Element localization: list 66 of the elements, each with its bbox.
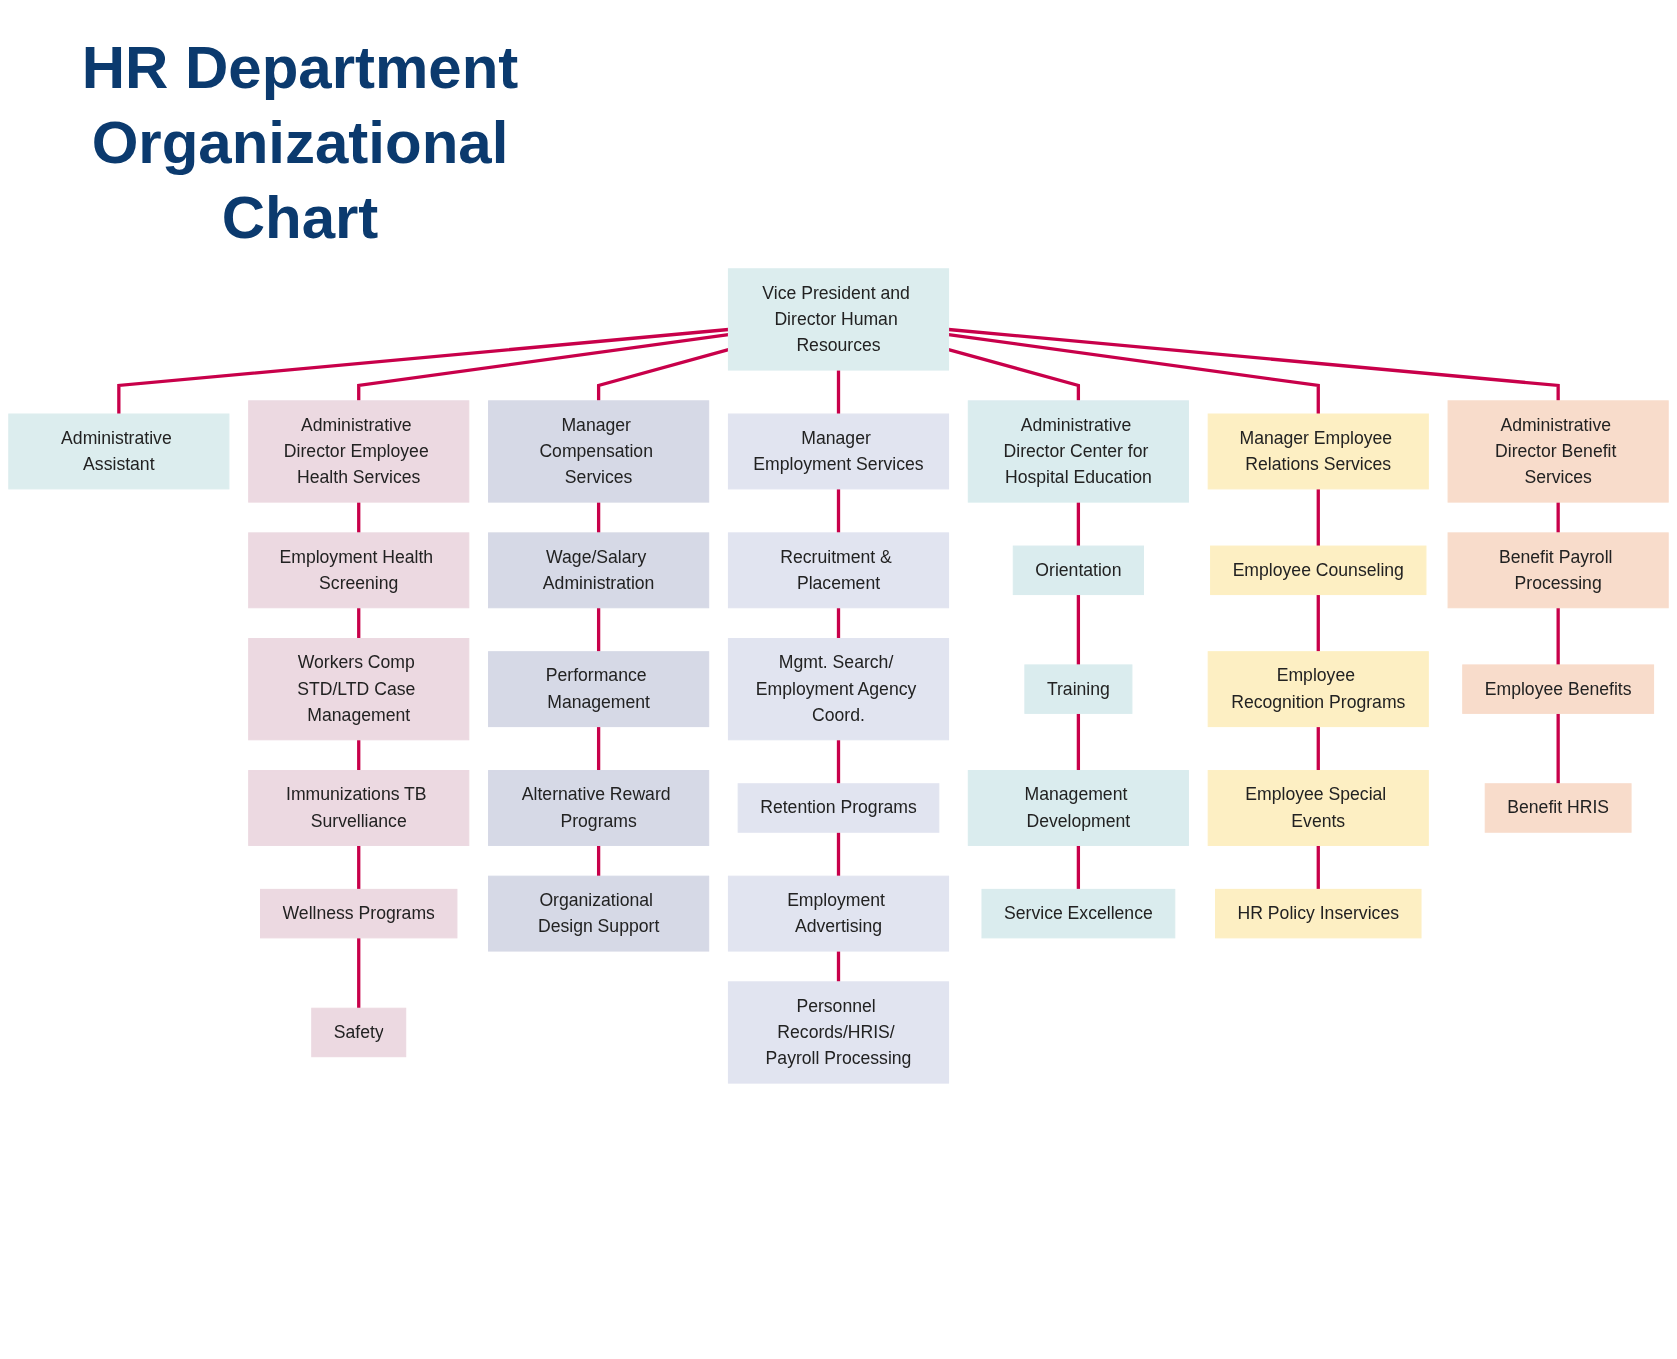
node-box: Service Excellence	[981, 888, 1176, 939]
node-box: Alternative Reward Programs	[488, 770, 710, 846]
connector	[1076, 845, 1081, 890]
connector	[1556, 502, 1560, 533]
node-box: Wage/Salary Administration	[488, 532, 710, 609]
connector	[357, 332, 729, 401]
node-box: Organizational Design Support	[488, 875, 710, 952]
connector	[1316, 726, 1320, 771]
node-box: Manager Employment Services	[727, 413, 950, 490]
node-box: Retention Programs	[737, 783, 940, 833]
node-box: Immunizations TB Survelliance	[248, 770, 470, 846]
connector	[1076, 502, 1081, 547]
connector	[836, 607, 841, 639]
connector	[836, 832, 841, 877]
connector	[1556, 607, 1560, 665]
connector	[948, 327, 1560, 401]
connector	[836, 739, 841, 784]
connector	[357, 739, 361, 771]
node-box: Safety	[311, 1007, 407, 1058]
node-box: Benefit HRIS	[1484, 783, 1632, 833]
connector	[1316, 845, 1320, 890]
node-box: Employee Special Events	[1207, 770, 1429, 846]
connector	[1076, 594, 1081, 665]
node-box: Administrative Director Benefit Services	[1447, 400, 1669, 503]
node-box: Benefit Payroll Processing	[1447, 532, 1669, 609]
node-box: Administrative Assistant	[8, 413, 230, 490]
connector	[357, 502, 361, 533]
node-box: Administrative Director Center for Hospital Education	[967, 400, 1189, 503]
node-box: Recruitment & Placement	[727, 532, 950, 609]
node-box: Manager Compensation Services	[488, 400, 710, 503]
node-box: Administrative Director Employee Health Services	[248, 400, 470, 503]
node-box: Workers Comp STD/LTD Case Management	[248, 638, 470, 741]
node-box: Training	[1024, 664, 1133, 714]
connector	[596, 348, 729, 401]
connector	[836, 951, 841, 982]
connector	[357, 937, 361, 1009]
connector	[1556, 713, 1560, 784]
connector	[836, 370, 841, 415]
chart-title: HR Department Organizational Chart	[80, 33, 520, 253]
node-box: Employment Health Screening	[248, 532, 470, 609]
node-box: Employment Advertising	[727, 875, 950, 952]
node-box: Wellness Programs	[260, 888, 458, 939]
connector	[1076, 713, 1081, 771]
node-box: Employee Recognition Programs	[1207, 651, 1429, 728]
node-box: Employee Counseling	[1210, 545, 1427, 596]
connector	[596, 607, 601, 652]
connector	[948, 332, 1320, 415]
connector	[357, 845, 361, 890]
connector	[596, 502, 601, 533]
connector	[1316, 488, 1320, 547]
node-box: Employee Benefits	[1462, 664, 1655, 714]
node-box: Orientation	[1012, 545, 1144, 596]
node-box: Manager Employee Relations Services	[1207, 413, 1429, 490]
node-box: Personnel Records/HRIS/ Payroll Processing	[727, 981, 950, 1084]
connector	[1316, 594, 1320, 652]
node-box: Performance Management	[488, 651, 710, 728]
node-box: Mgmt. Search/ Employment Agency Coord.	[727, 638, 950, 741]
node-box: HR Policy Inservices	[1215, 888, 1422, 939]
connector	[596, 845, 601, 877]
node-box: Management Development	[967, 770, 1189, 846]
connector	[357, 607, 361, 639]
connector	[117, 327, 729, 415]
node-box: Vice President and Director Human Resources	[727, 268, 950, 371]
connector	[836, 488, 841, 533]
connector	[948, 348, 1081, 401]
connector	[596, 726, 601, 771]
